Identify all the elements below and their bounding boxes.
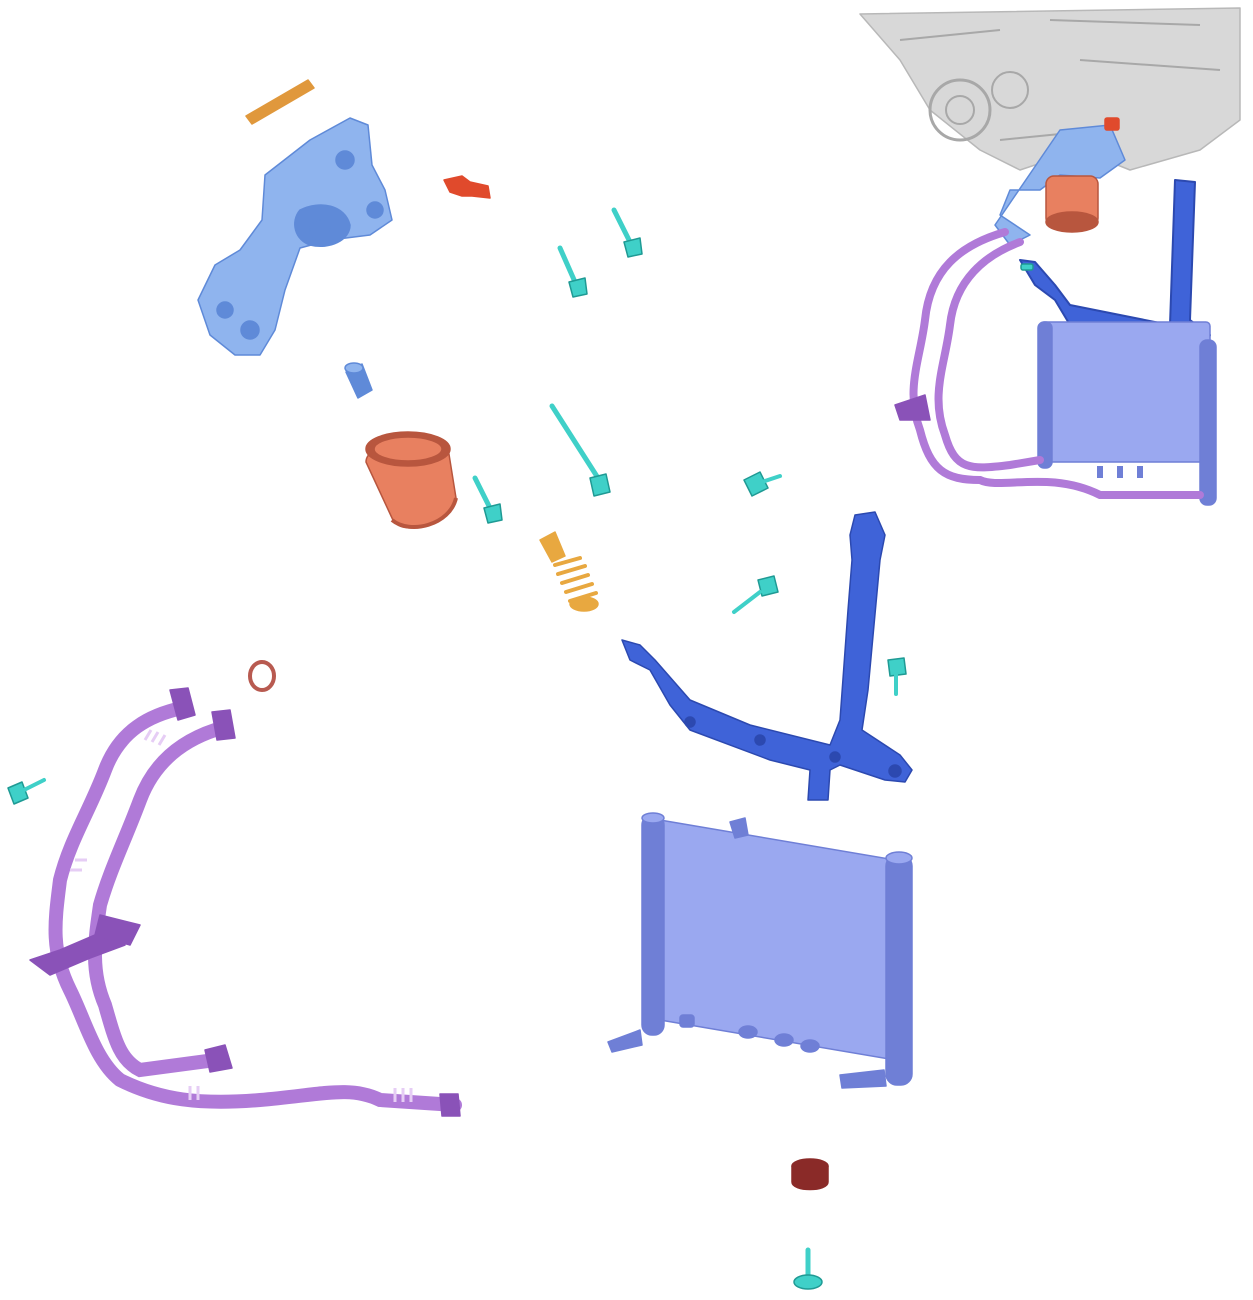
bolt-flange-a [743, 471, 782, 497]
oil-cooler-bracket [621, 511, 913, 801]
bolt-flange-b [732, 575, 779, 614]
bolt-middle [472, 475, 503, 524]
bolt-long [549, 403, 611, 497]
bolt-upper-b [557, 245, 588, 298]
cooler-lines [29, 687, 462, 1117]
oil-filter [365, 431, 458, 529]
mounting-bolts [7, 207, 907, 1290]
bolt-left [7, 778, 46, 805]
adapter-gasket [245, 79, 315, 125]
pressure-sensor [443, 175, 491, 199]
bolt-bottom [793, 1247, 823, 1290]
oil-filter-adapter-housing [197, 117, 393, 356]
threaded-connector [344, 362, 373, 399]
bypass-valve-spring [539, 531, 599, 612]
o-ring-seal [248, 660, 276, 692]
rubber-grommet [791, 1158, 829, 1191]
bolt-upper-a [611, 207, 643, 258]
oil-cooler [607, 812, 913, 1089]
bolt-right [887, 657, 907, 696]
engine-block-inset [859, 7, 1241, 506]
